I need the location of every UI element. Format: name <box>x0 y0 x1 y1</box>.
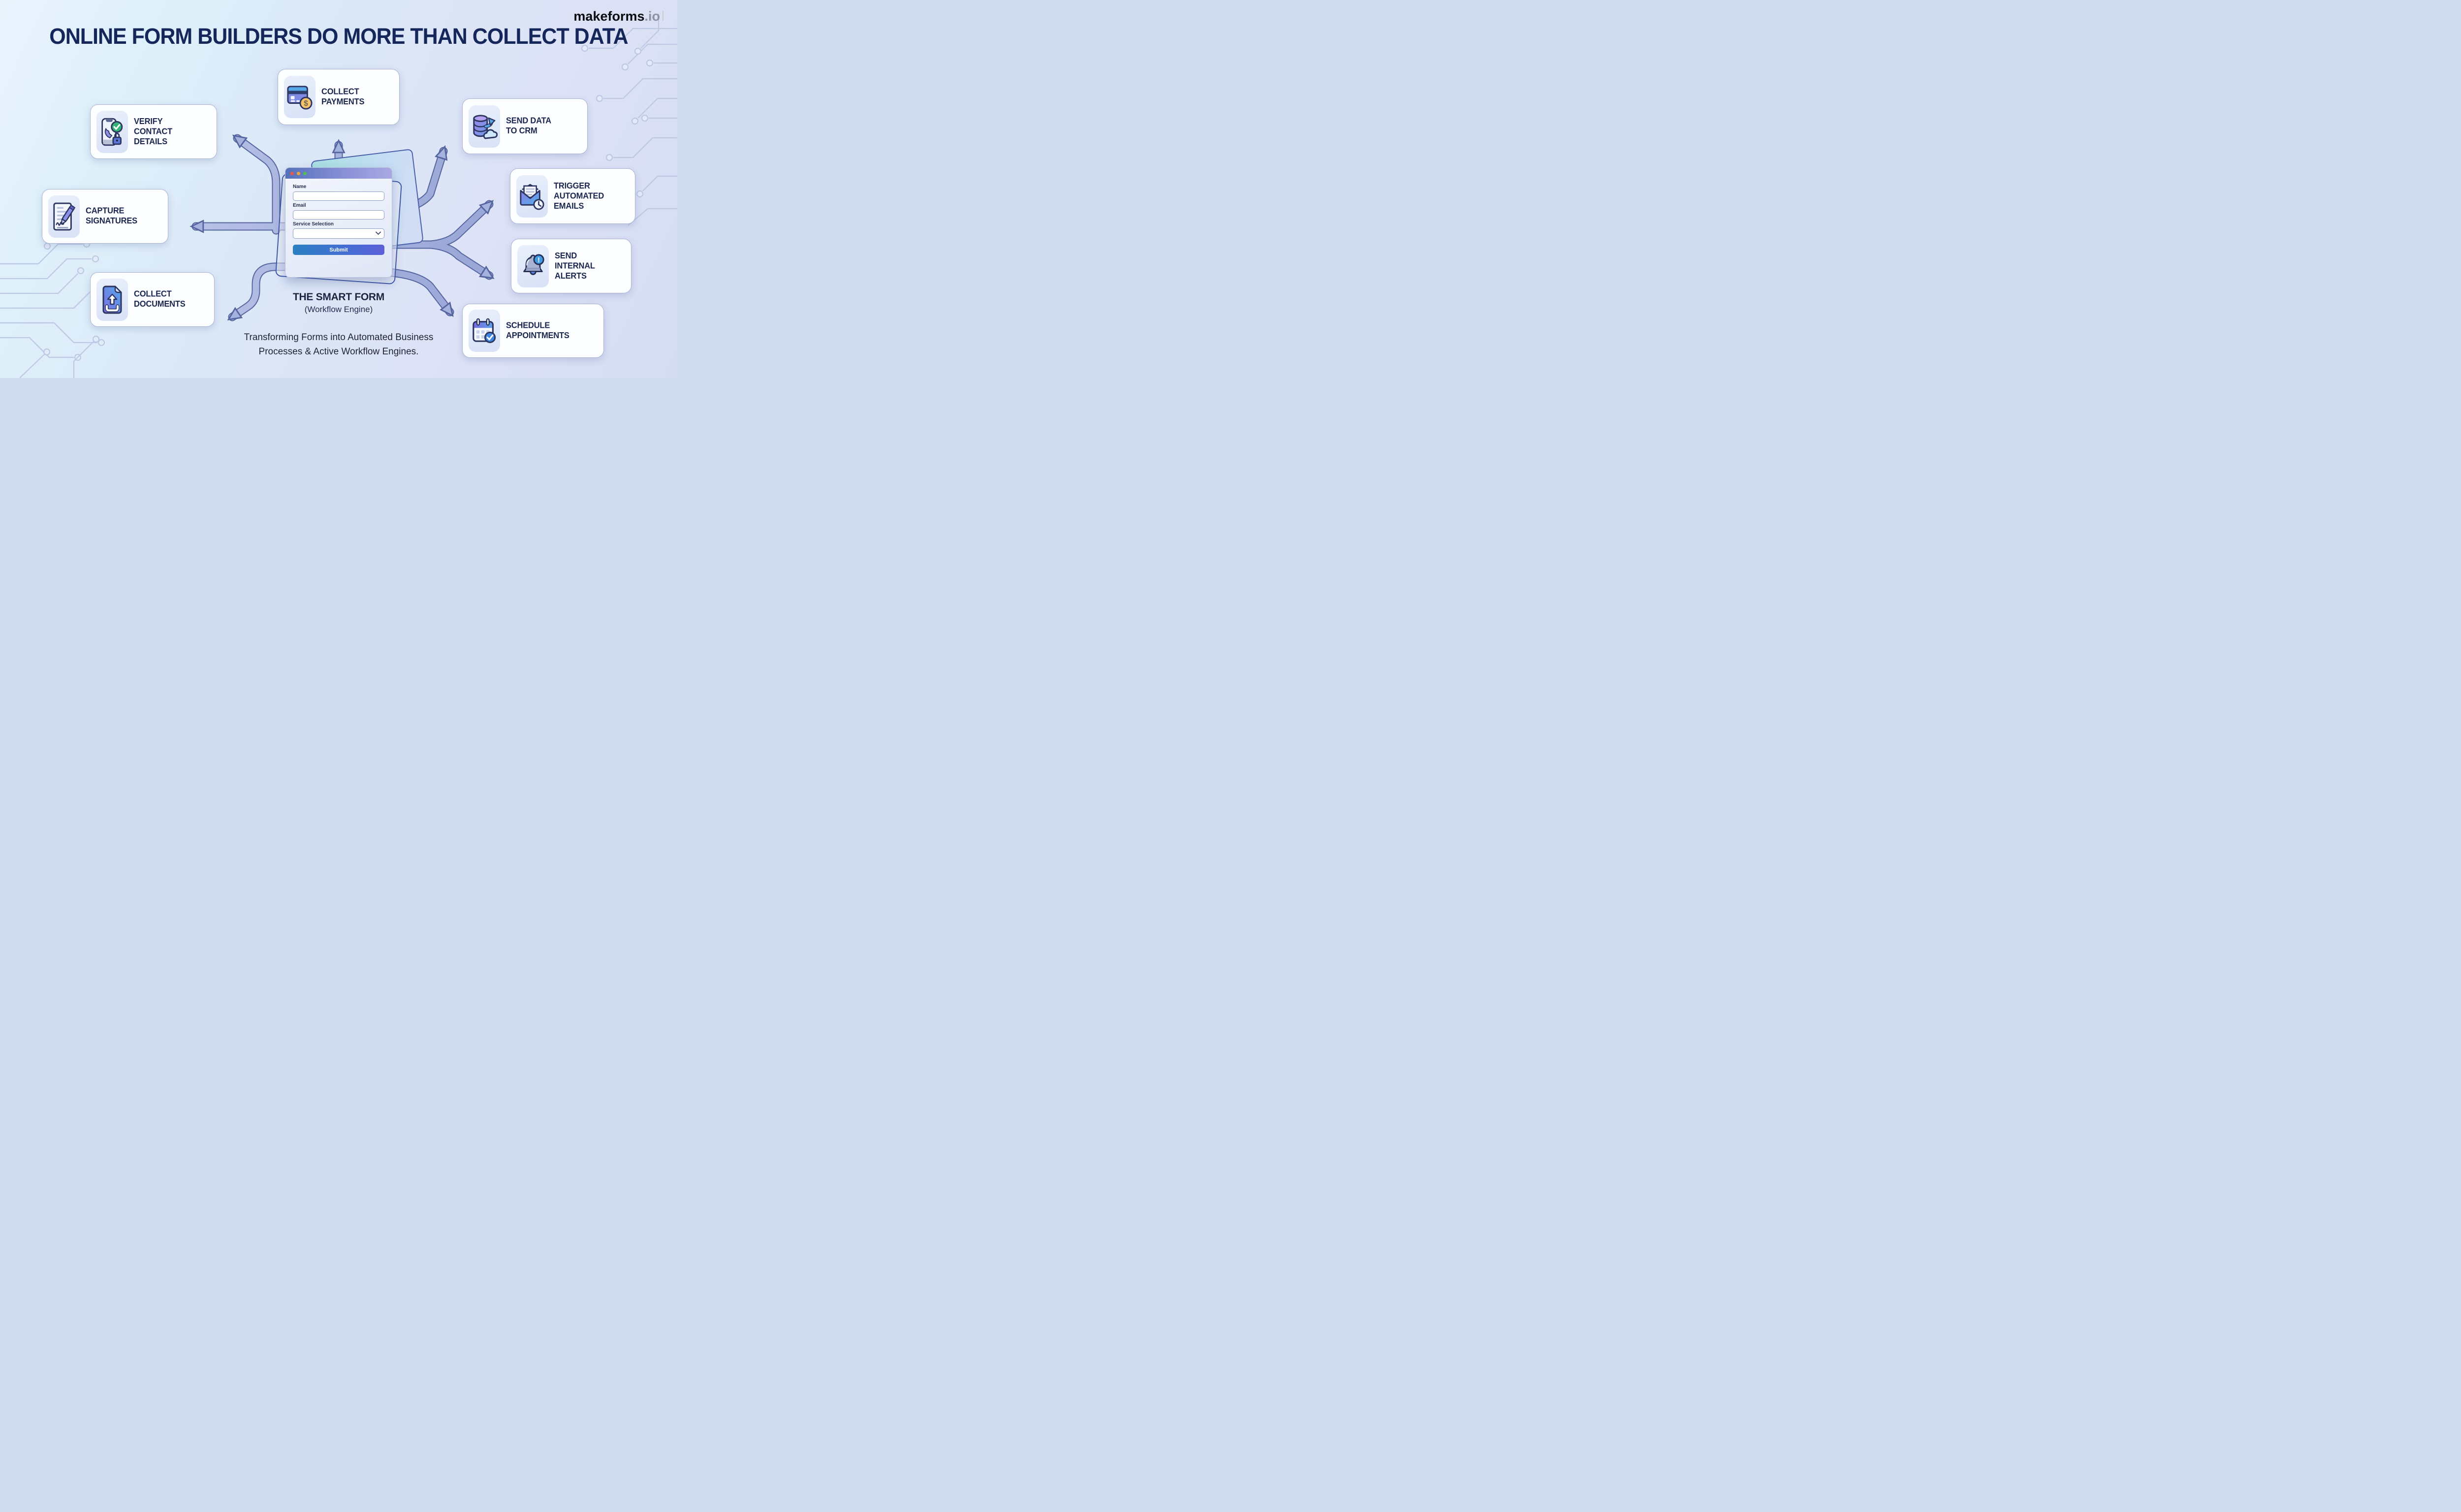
feature-label-trigger-automated-emails: TRIGGER AUTOMATED EMAILS <box>554 181 604 211</box>
feature-label-schedule-appointments: SCHEDULE APPOINTMENTS <box>506 320 569 341</box>
bell-alert-icon: ! <box>517 245 549 287</box>
calendar-check-icon <box>469 310 500 352</box>
feature-card-collect-documents: COLLECT DOCUMENTS <box>90 272 215 327</box>
tagline: Transforming Forms into Automated Busine… <box>191 331 486 359</box>
signature-pen-icon <box>48 195 80 238</box>
feature-card-send-internal-alerts: ! SEND INTERNAL ALERTS <box>511 239 631 293</box>
feature-card-verify-contact-details: VERIFY CONTACT DETAILS <box>90 104 217 159</box>
brand-suffix: .io <box>644 9 661 24</box>
feature-label-collect-documents: COLLECT DOCUMENTS <box>134 289 186 309</box>
window-titlebar <box>285 168 392 179</box>
feature-card-capture-signatures: CAPTURE SIGNATURES <box>42 189 168 244</box>
name-input[interactable] <box>293 191 384 201</box>
zoom-button[interactable] <box>303 171 307 175</box>
minimize-button[interactable] <box>297 171 300 175</box>
feature-label-capture-signatures: CAPTURE SIGNATURES <box>86 206 137 226</box>
infographic-canvas: ONLINE FORM BUILDERS DO MORE THAN COLLEC… <box>0 0 677 378</box>
database-cloud-icon <box>469 105 500 148</box>
tagline-line-1: Transforming Forms into Automated Busine… <box>244 332 434 343</box>
feature-card-collect-payments: $ COLLECT PAYMENTS <box>278 69 400 125</box>
smart-form-caption-subtitle: (Workflow Engine) <box>304 305 373 314</box>
feature-card-send-data-to-crm: SEND DATA TO CRM <box>462 98 588 154</box>
file-upload-icon <box>96 278 128 321</box>
circuit-decoration-top-right <box>581 14 677 225</box>
smart-form-window: Name Email Service Selection Submit <box>285 167 392 278</box>
svg-text:!: ! <box>537 256 540 264</box>
email-input[interactable] <box>293 210 384 220</box>
form-body: Name Email Service Selection Submit <box>285 179 392 255</box>
phone-check-lock-icon <box>96 110 128 153</box>
feature-label-send-internal-alerts: SEND INTERNAL ALERTS <box>555 251 595 281</box>
feature-label-verify-contact-details: VERIFY CONTACT DETAILS <box>134 116 173 147</box>
envelope-clock-icon <box>516 175 548 218</box>
smart-form-caption-title: THE SMART FORM <box>293 291 384 303</box>
tagline-line-2: Processes & Active Workflow Engines. <box>258 346 419 357</box>
brand-cursor-mark: l <box>662 9 664 24</box>
svg-text:$: $ <box>304 99 308 108</box>
feature-card-trigger-automated-emails: TRIGGER AUTOMATED EMAILS <box>510 168 635 224</box>
name-label: Name <box>293 184 307 189</box>
feature-label-collect-payments: COLLECT PAYMENTS <box>321 87 365 107</box>
feature-card-schedule-appointments: SCHEDULE APPOINTMENTS <box>462 304 604 358</box>
brand-name: makeforms <box>573 9 645 24</box>
service-selection-label: Service Selection <box>293 221 334 227</box>
service-selection-dropdown[interactable] <box>293 228 384 239</box>
close-button[interactable] <box>290 171 294 175</box>
page-title: ONLINE FORM BUILDERS DO MORE THAN COLLEC… <box>49 24 628 49</box>
submit-button[interactable]: Submit <box>293 245 384 255</box>
feature-label-send-data-to-crm: SEND DATA TO CRM <box>506 116 552 136</box>
chevron-down-icon <box>376 231 381 235</box>
email-label: Email <box>293 203 306 208</box>
credit-card-coin-icon: $ <box>284 76 316 118</box>
